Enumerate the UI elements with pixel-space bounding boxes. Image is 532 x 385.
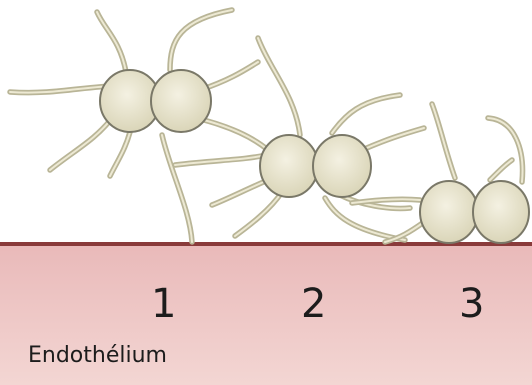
cell-1b — [151, 70, 211, 132]
cell-2b — [313, 135, 371, 197]
step-label-1: 1 — [151, 284, 176, 324]
cell-pair-2 — [175, 38, 424, 240]
endothelium-label: Endothélium — [28, 345, 167, 367]
step-label-3: 3 — [459, 284, 484, 324]
step-label-2: 2 — [301, 284, 326, 324]
cell-pair-1 — [10, 10, 268, 242]
cell-3a — [420, 181, 478, 243]
cell-pair-3 — [352, 104, 529, 243]
cell-2a — [260, 135, 318, 197]
cell-3b — [473, 181, 529, 243]
